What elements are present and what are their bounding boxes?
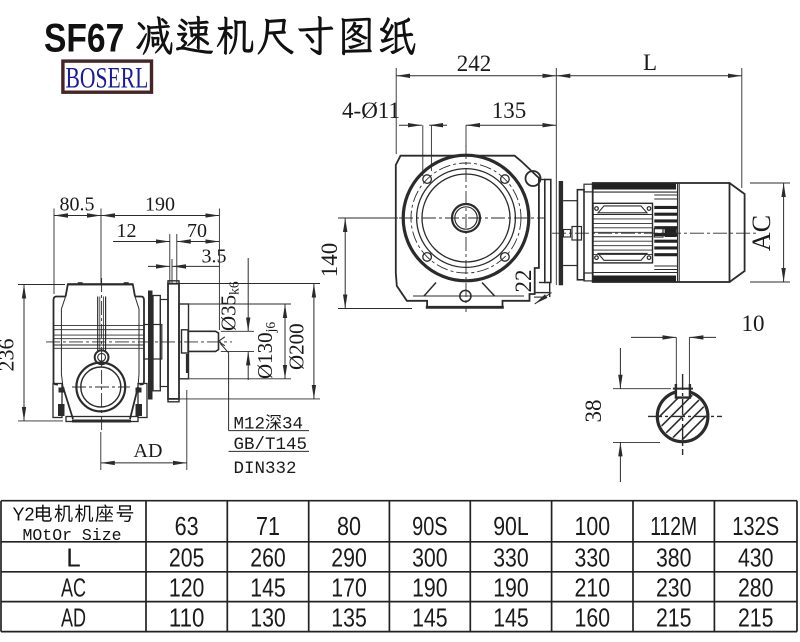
svg-text:140: 140 [317,243,342,278]
svg-text:145: 145 [412,602,448,632]
svg-text:160: 160 [575,602,611,632]
svg-text:280: 280 [738,572,774,602]
svg-text:L: L [66,543,80,573]
svg-text:SF67: SF67 [44,16,124,60]
svg-text:90L: 90L [493,511,529,541]
svg-text:430: 430 [738,543,774,573]
svg-text:10: 10 [742,311,765,336]
svg-text:130: 130 [250,602,286,632]
svg-text:3.5: 3.5 [202,246,227,268]
svg-text:M12: M12 [234,414,266,434]
svg-text:80.5: 80.5 [60,194,95,216]
svg-text:205: 205 [169,543,205,573]
svg-text:80: 80 [337,511,361,541]
svg-text:210: 210 [575,572,611,602]
svg-text:110: 110 [169,602,205,632]
svg-text:230: 230 [656,572,692,602]
svg-text:GB/T145: GB/T145 [234,435,308,455]
svg-text:22: 22 [511,270,536,293]
svg-text:38: 38 [581,400,606,423]
svg-text:AD: AD [61,602,86,632]
svg-text:135: 135 [331,602,367,632]
svg-text:135: 135 [492,98,527,123]
svg-text:132S: 132S [732,511,779,541]
svg-text:190: 190 [493,572,529,602]
svg-text:145: 145 [250,572,286,602]
svg-text:215: 215 [656,602,692,632]
svg-text:34: 34 [282,414,303,434]
svg-text:190: 190 [412,572,448,602]
svg-text:AC: AC [61,572,86,602]
svg-text:145: 145 [493,602,529,632]
svg-text:290: 290 [331,543,367,573]
svg-text:90S: 90S [412,511,448,541]
svg-text:100: 100 [575,511,611,541]
svg-text:AD: AD [134,440,163,462]
svg-text:Y2: Y2 [13,505,35,525]
svg-text:112M: 112M [650,511,697,541]
svg-text:71: 71 [256,511,280,541]
svg-text:300: 300 [412,543,448,573]
svg-text:12: 12 [117,220,137,242]
svg-text:63: 63 [175,511,199,541]
svg-text:190: 190 [145,194,175,216]
svg-text:DIN332: DIN332 [234,459,297,479]
svg-text:Ø200: Ø200 [285,323,309,370]
svg-text:330: 330 [493,543,529,573]
svg-text:MOtOr Size: MOtOr Size [23,526,122,545]
svg-text:4-Ø11: 4-Ø11 [342,98,400,123]
svg-text:380: 380 [656,543,692,573]
svg-text:242: 242 [457,51,492,76]
svg-text:70: 70 [187,220,207,242]
svg-text:215: 215 [738,602,774,632]
svg-text:170: 170 [331,572,367,602]
svg-text:330: 330 [575,543,611,573]
svg-text:236: 236 [0,339,19,372]
svg-text:L: L [643,50,657,75]
svg-text:BOSERL: BOSERL [66,61,149,94]
svg-text:260: 260 [250,543,286,573]
svg-text:AC: AC [747,215,776,251]
svg-text:120: 120 [169,572,205,602]
